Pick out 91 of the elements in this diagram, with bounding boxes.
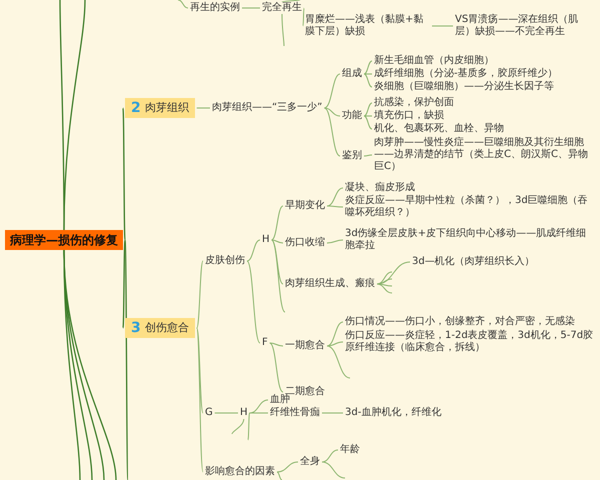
- branch-line: [196, 260, 204, 328]
- branch-line: [322, 450, 338, 462]
- topic-text: 早期变化: [285, 200, 325, 212]
- topic-text: 抗感染，保护创面: [374, 97, 454, 109]
- branch-line: [232, 418, 244, 434]
- topic-text: G: [205, 407, 213, 419]
- branch-line: [271, 206, 284, 240]
- branch-line: [282, 14, 284, 46]
- branch-line: [282, 0, 300, 2]
- branch-line: [326, 206, 344, 208]
- branch-line: [322, 462, 346, 478]
- topic-text: 胃糜烂——浅表（黏膜+黏膜下层）缺损: [305, 14, 430, 38]
- branch-label: 肉芽组织: [144, 101, 189, 115]
- branch-line: [326, 322, 344, 346]
- branch-line: [364, 116, 372, 130]
- topic-text: H: [240, 407, 248, 419]
- topic-text: VS胃溃疡——深在组织（肌层）缺损——不完全再生: [455, 14, 595, 38]
- topic-text: 完全再生: [262, 2, 302, 14]
- branch-number: 2: [131, 101, 141, 115]
- topic-text: 年龄: [340, 444, 360, 456]
- topic-text: 伤口收缩: [285, 237, 325, 249]
- branch-line: [122, 108, 126, 240]
- topic-text: 组成: [342, 68, 362, 80]
- branch-line: [249, 412, 268, 414]
- branch-line: [324, 108, 340, 156]
- branch-line: [326, 188, 344, 206]
- topic-text: 炎症反应——早期中性粒（杀菌？），3d巨噬细胞（吞噬坏死组织？）: [345, 195, 595, 219]
- branch-box: [125, 98, 195, 118]
- topic-text: 全身: [300, 456, 320, 468]
- branch-line: [249, 400, 268, 414]
- topic-text: 伤口反应——炎症轻，1-2d表皮覆盖，3d机化，5-7d胶原纤维连接（临床愈合，拆线）: [345, 330, 595, 354]
- branch-number: 3: [131, 321, 141, 335]
- topic-text: 3d伤缘全层皮肤+皮下组织向中心移动——肌成纤维细胞牵拉: [345, 228, 595, 252]
- branch-line: [326, 240, 344, 244]
- branch-line: [271, 240, 284, 284]
- topic-text: H: [262, 234, 270, 246]
- branch-line: [326, 342, 344, 346]
- topic-text: 3d-血肿机化，纤维化: [345, 407, 442, 419]
- topic-text: 成纤维细胞（分泌-基质多，胶原纤维少）: [374, 68, 558, 80]
- topic-text: F: [262, 337, 268, 349]
- topic-text: 3d—机化（肉芽组织长入）: [412, 256, 535, 268]
- topic-text: 伤口情况——伤口小，创缘整齐，对合严密，无感染: [345, 316, 595, 328]
- topic-text: 皮肤创伤: [205, 255, 245, 267]
- topic-text: 再生的实例: [190, 2, 240, 14]
- topic-text: 血肿: [270, 394, 290, 406]
- branch-line: [364, 154, 372, 156]
- branch-line: [269, 342, 284, 346]
- branch-line: [276, 462, 298, 472]
- branch-line: [246, 260, 260, 344]
- branch-line: [364, 102, 372, 116]
- branch-label: 创伤愈合: [144, 321, 189, 335]
- branch-line: [271, 240, 286, 312]
- branch-line: [364, 74, 372, 88]
- branch-line: [364, 60, 372, 74]
- branch-line: [63, 0, 86, 230]
- topic-text: 一期愈合: [285, 340, 325, 352]
- branch-line: [376, 284, 392, 286]
- topic-text: 机化、包裹坏死、血栓、异物: [374, 123, 504, 135]
- topic-text: 新生毛细血管（内皮细胞）: [374, 55, 494, 67]
- branch-line: [246, 240, 260, 262]
- topic-text: 肉芽肿——慢性炎症——巨噬细胞及其衍生细胞——边界清楚的结节（类上皮C、朗汉斯C、异物巨C）: [374, 137, 596, 173]
- branch-box: [125, 318, 195, 338]
- branch-line: [322, 412, 344, 414]
- branch-line: [376, 278, 392, 284]
- topic-text: 凝块、痂皮形成: [345, 182, 415, 194]
- branch-line: [324, 108, 340, 116]
- topic-text: 肉芽组织生成、瘢痕: [285, 278, 375, 290]
- topic-text: 肉芽组织——“三多一少”: [212, 102, 322, 114]
- branch-line: [178, 0, 188, 8]
- branch-line: [326, 346, 350, 378]
- branch-line: [324, 74, 340, 108]
- branch-line: [376, 272, 392, 284]
- topic-text: 纤维性骨痂: [270, 407, 320, 419]
- branch-line: [214, 412, 238, 414]
- topic-text: 炎细胞（巨噬细胞）——分泌生长因子等: [374, 81, 554, 93]
- topic-text: 填充伤口，缺损: [374, 110, 444, 122]
- branch-line: [63, 250, 117, 480]
- branch-line: [376, 284, 392, 294]
- topic-text: 功能: [342, 110, 362, 122]
- branch-line: [269, 342, 284, 392]
- branch-line: [196, 328, 204, 414]
- central-topic: 病理学—损伤的修复: [5, 230, 123, 250]
- topic-text: 影响愈合的因素: [205, 466, 275, 478]
- branch-line: [122, 240, 126, 328]
- branch-line: [302, 8, 304, 26]
- branch-line: [124, 240, 129, 480]
- branch-line: [271, 240, 284, 244]
- topic-text: 鉴别: [342, 150, 362, 162]
- branch-line: [276, 472, 282, 480]
- branch-line: [248, 412, 250, 440]
- branch-line: [196, 328, 204, 472]
